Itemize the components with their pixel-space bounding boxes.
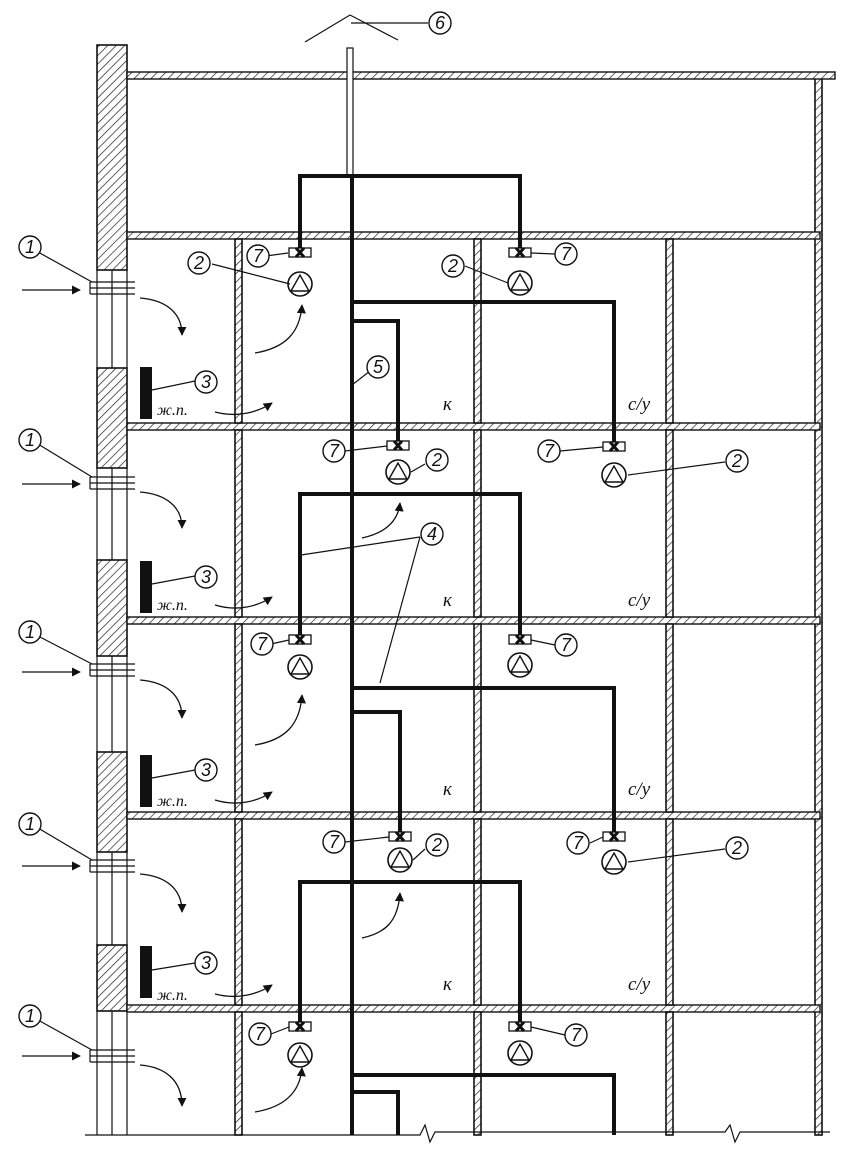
callout-3-group: 3 3 3 3 bbox=[194, 370, 218, 975]
callout-2: 2 bbox=[425, 833, 449, 857]
svg-text:1: 1 bbox=[25, 237, 35, 257]
callout-3: 3 bbox=[194, 370, 218, 394]
svg-text:7: 7 bbox=[544, 441, 555, 461]
callout-7-group: 7 7 7 7 7 7 7 7 7 7 bbox=[246, 242, 590, 1047]
callout-1: 1 bbox=[18, 235, 42, 259]
callout-3: 3 bbox=[194, 951, 218, 975]
ground-line bbox=[85, 1123, 830, 1144]
callout-4: 4 bbox=[420, 522, 444, 546]
callout-3: 3 bbox=[194, 565, 218, 589]
svg-text:7: 7 bbox=[573, 833, 584, 853]
svg-text:1: 1 bbox=[25, 814, 35, 834]
callout-7: 7 bbox=[554, 633, 578, 657]
callout-7: 7 bbox=[250, 632, 274, 656]
kitchen-label: к bbox=[443, 779, 453, 800]
svg-text:7: 7 bbox=[253, 246, 264, 266]
svg-text:3: 3 bbox=[201, 760, 211, 780]
inlet-valves bbox=[89, 281, 135, 1063]
room-labels: к с/у к с/у к с/у к с/у ж.п. ж.п. ж.п. ж… bbox=[157, 394, 651, 1004]
svg-text:7: 7 bbox=[257, 634, 268, 654]
svg-text:7: 7 bbox=[561, 635, 572, 655]
callout-2: 2 bbox=[725, 836, 749, 860]
callout-2-group: 2 2 2 2 2 2 bbox=[187, 251, 749, 860]
callout-2: 2 bbox=[441, 254, 465, 278]
svg-text:2: 2 bbox=[731, 451, 742, 471]
callout-2: 2 bbox=[425, 448, 449, 472]
callout-7: 7 bbox=[566, 831, 590, 855]
svg-text:2: 2 bbox=[193, 253, 204, 273]
callout-7: 7 bbox=[248, 1022, 272, 1046]
svg-text:3: 3 bbox=[201, 953, 211, 973]
exterior-wall bbox=[96, 44, 128, 1135]
callout-7: 7 bbox=[554, 242, 578, 266]
callout-7: 7 bbox=[322, 830, 346, 854]
svg-text:2: 2 bbox=[447, 256, 458, 276]
svg-text:2: 2 bbox=[431, 450, 442, 470]
heating-device-label: ж.п. bbox=[157, 597, 188, 614]
kitchen-label: к bbox=[443, 394, 453, 415]
roof-cap bbox=[304, 14, 399, 177]
svg-text:4: 4 bbox=[427, 524, 437, 544]
svg-text:7: 7 bbox=[561, 244, 572, 264]
callout-1-group: 1 1 1 1 1 bbox=[18, 235, 42, 1028]
callout-1: 1 bbox=[18, 812, 42, 836]
heating-device-label: ж.п. bbox=[157, 793, 188, 810]
callout-1: 1 bbox=[18, 1004, 42, 1028]
svg-text:2: 2 bbox=[431, 835, 442, 855]
svg-text:7: 7 bbox=[255, 1024, 266, 1044]
callout-2: 2 bbox=[187, 251, 211, 275]
callout-1: 1 bbox=[18, 620, 42, 644]
callout-6: 6 bbox=[428, 11, 452, 35]
heating-device-label: ж.п. bbox=[157, 987, 188, 1004]
kitchen-label: к bbox=[443, 974, 453, 995]
svg-text:6: 6 bbox=[435, 13, 446, 33]
bathroom-label: с/у bbox=[628, 779, 651, 800]
svg-text:7: 7 bbox=[329, 441, 340, 461]
kitchen-label: к bbox=[443, 590, 453, 611]
heating-device-label: ж.п. bbox=[157, 402, 188, 419]
svg-text:3: 3 bbox=[201, 567, 211, 587]
svg-text:7: 7 bbox=[329, 832, 340, 852]
svg-text:1: 1 bbox=[25, 1006, 35, 1026]
callout-7: 7 bbox=[322, 439, 346, 463]
callout-5: 5 bbox=[366, 355, 390, 379]
svg-text:7: 7 bbox=[571, 1025, 582, 1045]
callout-1: 1 bbox=[18, 428, 42, 452]
callout-3: 3 bbox=[194, 758, 218, 782]
svg-text:1: 1 bbox=[25, 622, 35, 642]
svg-text:2: 2 bbox=[731, 838, 742, 858]
callout-2: 2 bbox=[725, 449, 749, 473]
airflow-arrows bbox=[139, 297, 404, 1113]
exhaust-fans bbox=[287, 270, 627, 1068]
svg-text:5: 5 bbox=[373, 357, 384, 377]
callout-7: 7 bbox=[537, 439, 561, 463]
inflow-arrows bbox=[22, 285, 81, 1061]
svg-text:3: 3 bbox=[201, 372, 211, 392]
callout-7: 7 bbox=[564, 1023, 588, 1047]
bathroom-label: с/у bbox=[628, 590, 651, 611]
svg-text:1: 1 bbox=[25, 430, 35, 450]
bathroom-label: с/у bbox=[628, 394, 651, 415]
bathroom-label: с/у bbox=[628, 974, 651, 995]
heating-radiators bbox=[140, 367, 152, 998]
callout-7: 7 bbox=[246, 244, 270, 268]
exhaust-ducts bbox=[298, 174, 616, 1135]
